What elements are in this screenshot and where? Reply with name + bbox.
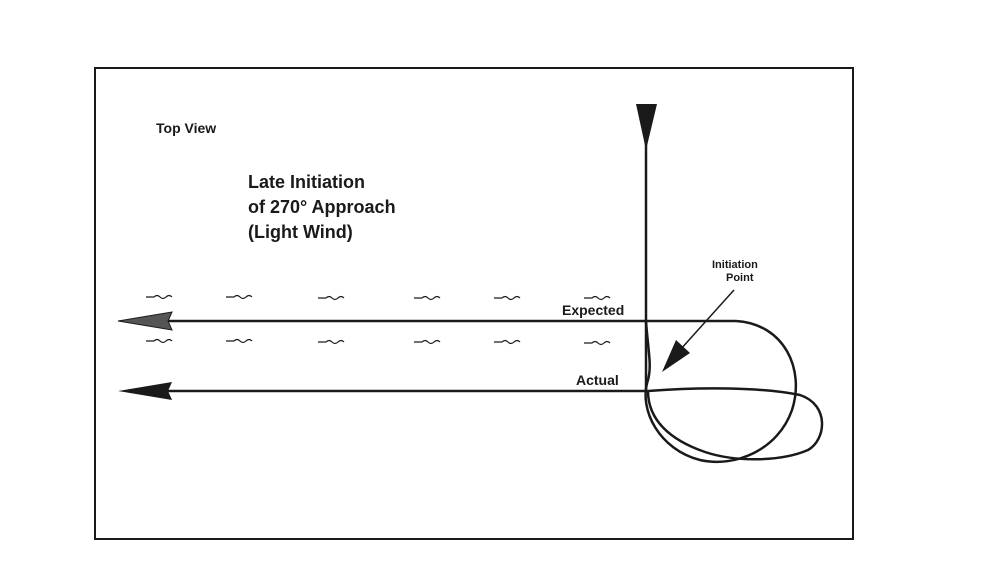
wind-arrow-icon	[414, 295, 441, 301]
wind-markers-upper	[146, 294, 611, 301]
wind-arrow-icon	[226, 294, 253, 300]
wind-markers-lower	[146, 338, 611, 346]
diagram-title: Late Initiation of 270° Approach (Light …	[248, 170, 396, 245]
initiation-pointer-line	[679, 289, 735, 351]
wind-arrow-icon	[584, 340, 611, 346]
expected-arrowhead-icon	[117, 311, 173, 331]
top-view-label: Top View	[156, 120, 217, 136]
actual-label: Actual	[576, 372, 619, 388]
actual-loop-path	[646, 387, 824, 461]
actual-arrowhead-icon	[118, 382, 172, 400]
title-line-1: Late Initiation	[248, 172, 365, 192]
wind-arrow-icon	[318, 339, 345, 345]
wind-arrow-icon	[146, 294, 173, 300]
title-line-3: (Light Wind)	[248, 222, 353, 242]
wind-arrow-icon	[414, 339, 441, 345]
wind-arrow-icon	[494, 295, 521, 301]
initiation-arrowhead-icon	[662, 340, 690, 372]
wind-arrow-icon	[146, 338, 173, 344]
wind-arrow-icon	[584, 295, 611, 301]
expected-label: Expected	[562, 302, 625, 318]
initiation-line-1: Initiation	[712, 259, 758, 271]
expected-loop-path	[644, 319, 798, 464]
wind-arrow-icon	[226, 338, 253, 344]
diagram-frame	[94, 67, 854, 540]
wind-arrow-icon	[318, 295, 345, 301]
initiation-point-label: Initiation Point	[712, 259, 758, 285]
entry-arrowhead-icon	[636, 104, 657, 150]
title-line-2: of 270° Approach	[248, 197, 396, 217]
wind-arrow-icon	[494, 339, 521, 345]
initiation-line-2: Point	[726, 272, 754, 284]
